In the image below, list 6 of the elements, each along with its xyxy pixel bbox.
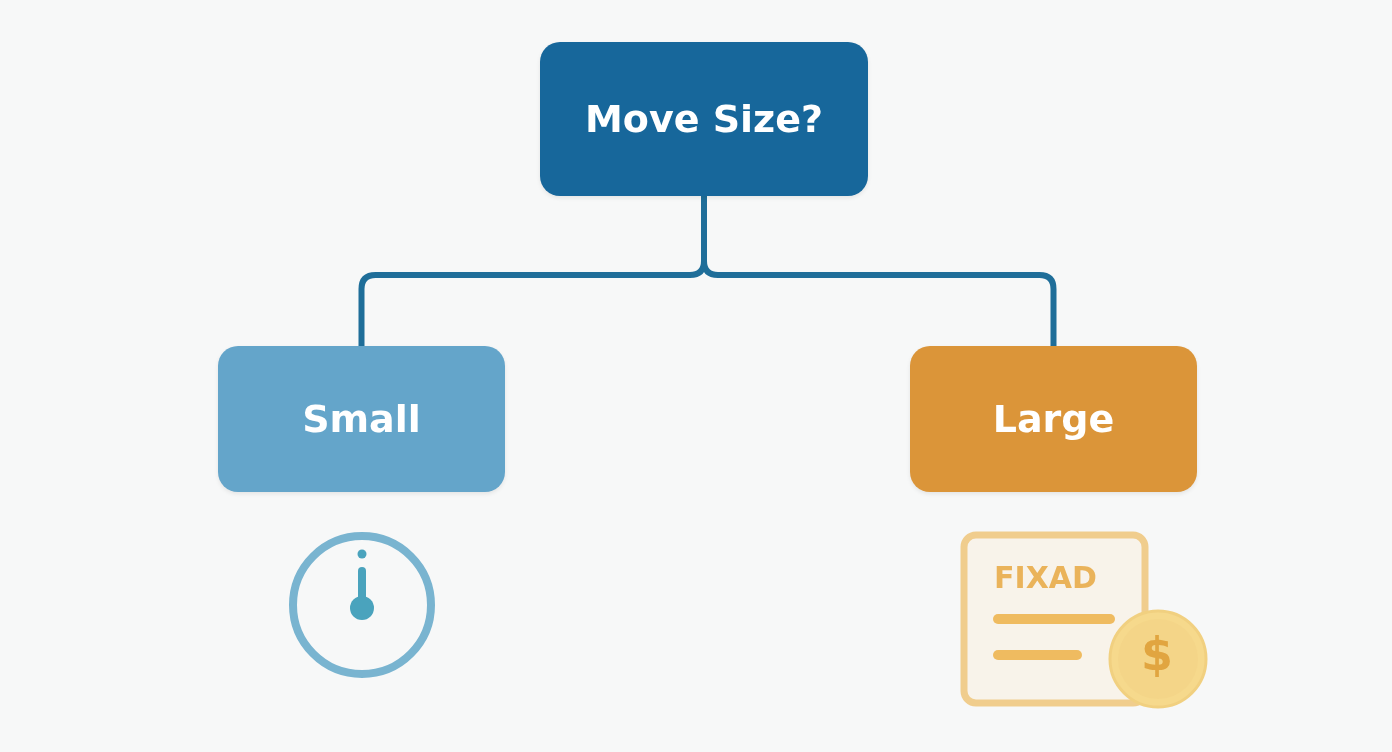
document-heading: FIXAD xyxy=(994,560,1097,595)
option-box: Large xyxy=(910,346,1197,492)
dollar-sign: $ xyxy=(1141,627,1173,681)
decision-box: Move Size? xyxy=(540,42,868,196)
option-box: Small xyxy=(218,346,505,492)
connector-line xyxy=(701,196,1057,346)
